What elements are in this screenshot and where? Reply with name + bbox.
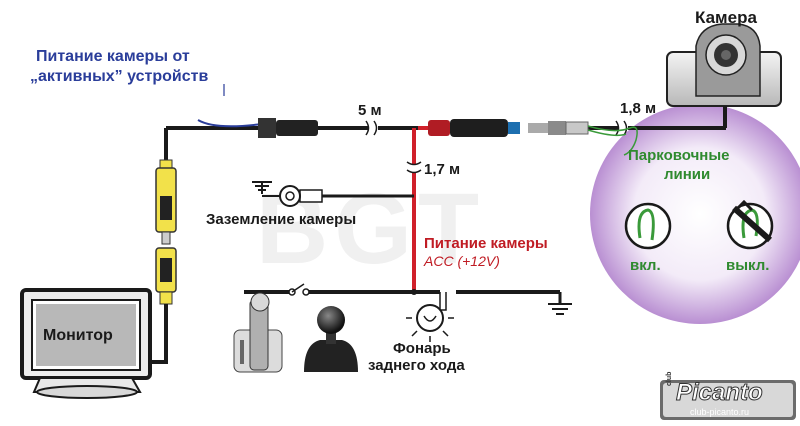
parking-lines-on-icon (624, 202, 672, 250)
connector-left-icon (258, 118, 318, 138)
parking-lines-bubble (590, 104, 800, 324)
label-reverse-line2: заднего хода (368, 357, 465, 374)
label-power-acc: ACC (+12V) (424, 253, 500, 269)
label-power-active-line1: Питание камеры от (36, 48, 190, 65)
label-ground: Заземление камеры (206, 211, 357, 228)
label-parking-line2: линии (664, 166, 711, 183)
label-on: вкл. (630, 257, 661, 274)
connector-center-icon (428, 119, 589, 137)
label-monitor: Монитор (43, 327, 113, 344)
parking-lines-off-icon (726, 199, 774, 250)
ground-symbol-right-icon (548, 292, 572, 315)
camera-icon (666, 23, 782, 128)
rca-plug-bottom-icon (155, 247, 177, 305)
label-off: выкл. (726, 257, 770, 274)
label-power-active-line2: „активных” устройств (30, 68, 209, 85)
gear-shifter-auto-icon (233, 292, 283, 373)
reverse-lamp-icon (406, 292, 454, 342)
rca-plug-top-icon (155, 159, 177, 245)
brand-logo-icon (660, 380, 796, 420)
label-camera: Камера (695, 8, 757, 27)
ground-symbol-left-icon (252, 181, 280, 197)
label-cable-1-8m: 1,8 м (620, 100, 657, 117)
label-cable-1-7m: 1,7 м (424, 161, 461, 178)
ground-ring-terminal-icon (279, 185, 323, 207)
label-parking-line1: Парковочные (628, 147, 730, 164)
brand-url-text: club-picanto.ru (690, 407, 750, 417)
label-power-title: Питание камеры (424, 235, 548, 252)
label-reverse-line1: Фонарь (393, 340, 451, 357)
brand-name-text: Picanto (676, 379, 764, 407)
brand-club-text: club (666, 371, 673, 386)
monitor-icon (20, 288, 152, 399)
gear-shifter-manual-icon (304, 306, 358, 372)
label-cable-5m: 5 м (358, 102, 382, 119)
